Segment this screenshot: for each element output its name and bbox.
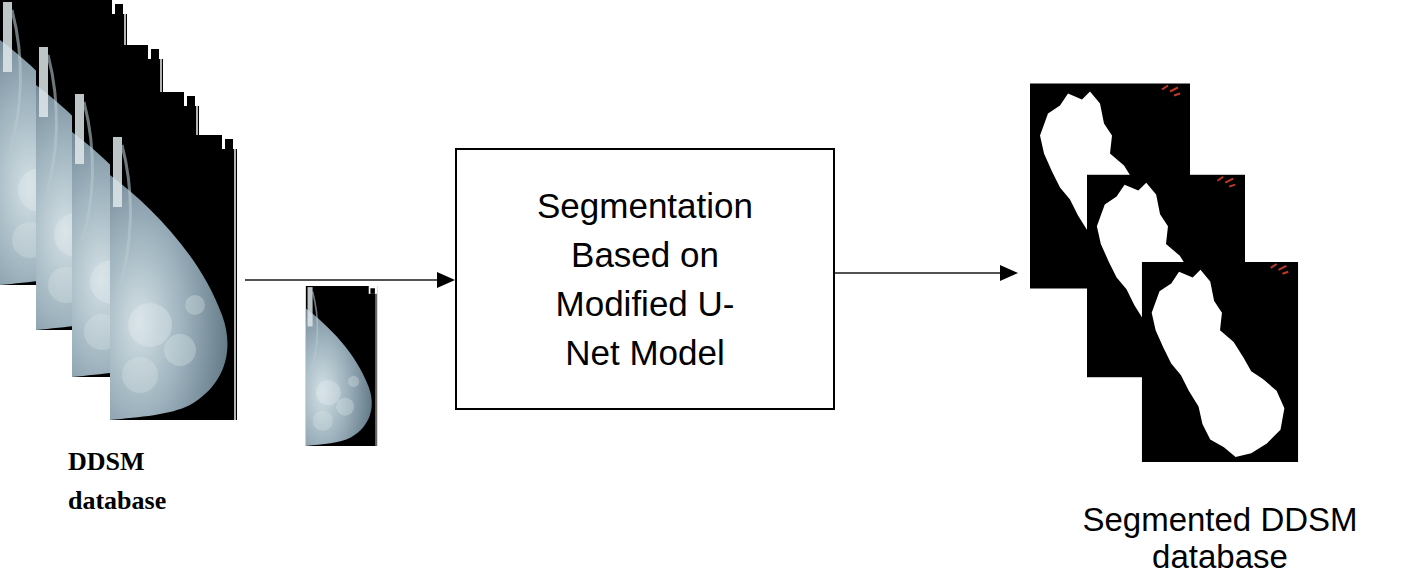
process-label: Segmentation Based on Modified U- Net Mo… bbox=[531, 181, 759, 377]
flow-arrow bbox=[245, 272, 455, 288]
mask-stack bbox=[1030, 84, 1298, 463]
image-stack-node: DDSM database bbox=[0, 0, 245, 520]
process-box: Segmentation Based on Modified U- Net Mo… bbox=[455, 148, 835, 410]
arrowhead bbox=[437, 272, 455, 288]
database-label: DDSM database bbox=[68, 442, 188, 520]
connector-line bbox=[835, 272, 1000, 274]
arrowhead bbox=[1000, 265, 1018, 281]
input-mammogram bbox=[306, 286, 377, 446]
mask-stack-node: Segmented DDSM database bbox=[1018, 80, 1422, 575]
flow-arrow bbox=[835, 265, 1018, 281]
connector-line bbox=[245, 279, 437, 281]
mammogram-stack bbox=[0, 0, 237, 420]
database-label: Segmented DDSM database bbox=[1030, 502, 1410, 575]
